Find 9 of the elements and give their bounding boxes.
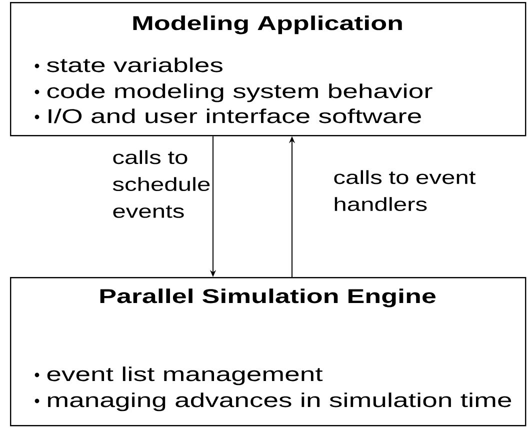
- edge-label: calls to event handlers: [334, 170, 476, 211]
- bullet-item: managing advances in simulation time: [48, 392, 512, 412]
- bullet-item: state variables: [46, 58, 222, 72]
- bullet-item: I/O and user interface software: [48, 108, 421, 124]
- bullet-item: code modeling system behavior: [47, 84, 432, 102]
- bullet-item: event list management: [47, 366, 323, 386]
- edge-label: calls to schedule events: [112, 150, 210, 218]
- box-heading: Modeling Application: [133, 16, 402, 34]
- box-heading: Parallel Simulation Engine: [100, 288, 436, 308]
